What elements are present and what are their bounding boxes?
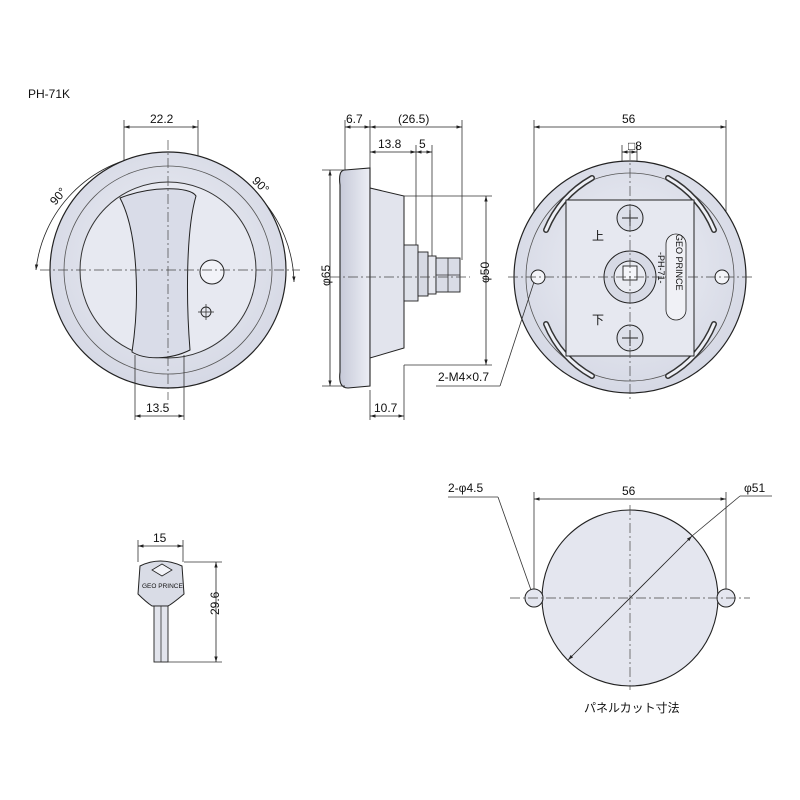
front-view: 22.2 90° 90° 13.5 <box>34 112 300 420</box>
angle-left-label: 90° <box>47 185 70 208</box>
dim-key-height: 29.6 <box>208 591 222 615</box>
dim-key-width: 15 <box>153 531 167 545</box>
dim-side-a: 6.7 <box>346 112 363 126</box>
dim-side-dia-inner: φ50 <box>478 262 492 283</box>
key-brand: GEO PRINCE <box>142 583 183 590</box>
key-view: 15 GEO PRINCE 29.6 <box>137 531 222 663</box>
back-screw-label: 2-M4×0.7 <box>438 370 489 384</box>
dim-back-width: 56 <box>622 112 636 126</box>
panel-cut-caption: パネルカット寸法 <box>584 701 680 715</box>
front-keyhole <box>199 259 225 285</box>
back-mark-up: 上 <box>592 229 604 243</box>
panel-cut-view: 56 φ51 2-φ4.5 パネルカット寸法 <box>448 481 772 715</box>
key-head <box>137 560 185 607</box>
dim-side-b: (26.5) <box>398 112 429 126</box>
dim-side-c: 13.8 <box>378 137 402 151</box>
dim-panel-hole: 2-φ4.5 <box>448 481 483 495</box>
dim-front-top: 22.2 <box>150 112 174 126</box>
dim-side-dia-outer: φ65 <box>319 265 333 286</box>
dim-back-slot: □8 <box>628 139 642 153</box>
side-bezel <box>339 167 371 389</box>
dim-side-e: 10.7 <box>374 401 398 415</box>
dim-panel-diameter: φ51 <box>744 481 765 495</box>
dim-side-d: 5 <box>419 137 426 151</box>
side-view: 6.7 (26.5) 13.8 5 φ65 φ50 10.7 <box>319 112 492 420</box>
back-brand: GEO PRINCE <box>674 234 684 291</box>
back-mark-down: 下 <box>592 313 604 327</box>
dim-front-bottom: 13.5 <box>146 401 170 415</box>
dim-panel-span: 56 <box>622 484 636 498</box>
back-view: 56 □8 上 下 <box>436 112 752 400</box>
back-model-mark: -PH-71- <box>656 252 666 284</box>
front-handle <box>119 188 197 359</box>
model-title: PH-71K <box>28 87 70 101</box>
